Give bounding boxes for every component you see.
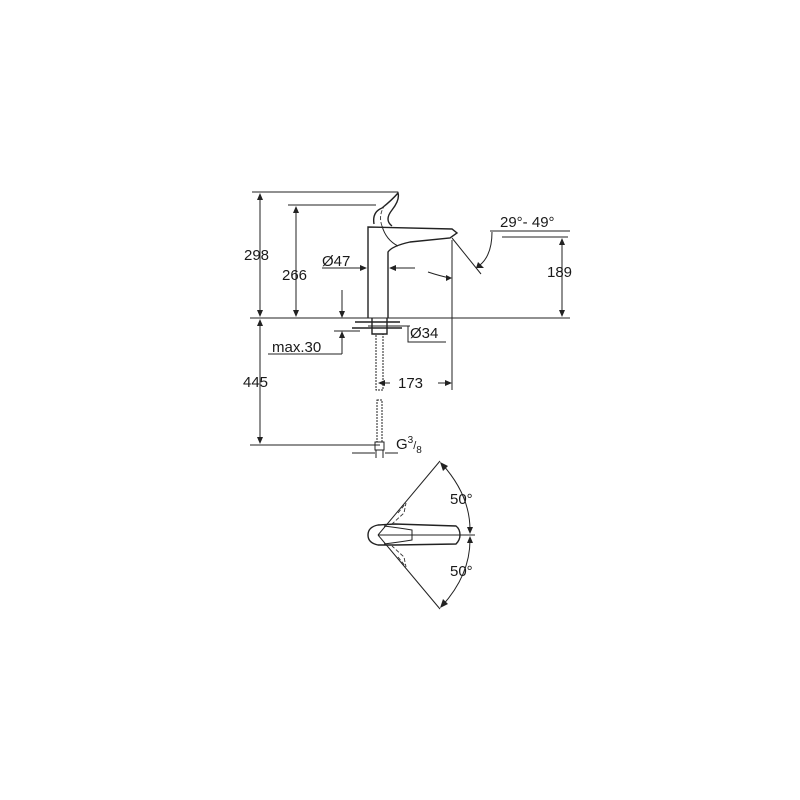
dimension-outlet-height: 189	[547, 264, 573, 281]
dimension-34-leader	[407, 326, 446, 343]
handle-detail	[383, 525, 413, 545]
dimension-projection: 173	[398, 375, 424, 392]
rotation-limit-line	[377, 534, 441, 610]
arrow-icon	[446, 275, 452, 281]
thread-prefix: G	[396, 436, 408, 453]
faucet-handle	[372, 191, 400, 227]
dimension-max-thickness: max.30	[272, 339, 322, 356]
rotation-left-label: 50°	[450, 491, 473, 508]
thread-numerator: 3	[407, 435, 414, 446]
arrow-icon	[339, 311, 345, 338]
side-view	[250, 191, 570, 458]
threaded-shank	[375, 333, 384, 391]
dimension-hose-length: 445	[243, 374, 269, 391]
handle-top-view	[367, 523, 461, 546]
arrow-icon	[476, 262, 484, 268]
angle-arc	[479, 231, 493, 266]
dimension-hole-diameter: Ø34	[410, 325, 439, 342]
dimension-body-diameter: Ø47	[322, 253, 351, 270]
spout-curve	[381, 225, 399, 247]
handle-hidden-line	[380, 204, 386, 227]
dimension-spout-height: 266	[282, 267, 308, 284]
top-view	[367, 460, 475, 610]
connection-thread-label: G3/8	[396, 435, 422, 456]
hose-connector	[374, 441, 385, 451]
rotation-right-label: 50°	[450, 563, 473, 580]
handle-rotated-right	[391, 545, 407, 568]
thread-denominator: 8	[416, 445, 422, 456]
faucet-body	[367, 226, 459, 318]
rotation-limit-line	[377, 460, 441, 536]
dimension-spout-angle: 29°- 49°	[500, 214, 555, 231]
rotation-arc	[441, 463, 471, 607]
handle-rotated-left	[391, 502, 407, 525]
arrow-icon	[360, 265, 396, 271]
supply-hose	[376, 399, 383, 443]
spout-angle-line	[451, 237, 482, 275]
dimension-total-height: 298	[244, 247, 270, 264]
